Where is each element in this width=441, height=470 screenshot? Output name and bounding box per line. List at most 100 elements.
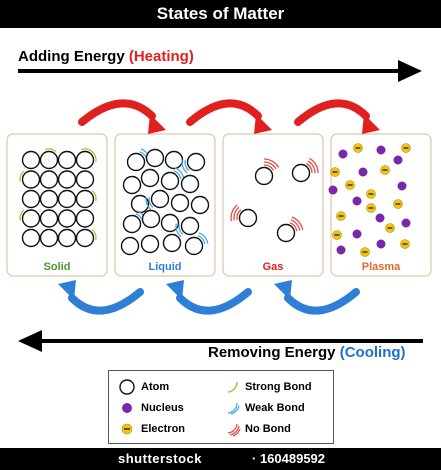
heat-arrow-gas-plasma	[294, 99, 380, 134]
atom	[21, 170, 41, 189]
weak-bond	[173, 170, 182, 180]
atom	[21, 150, 41, 170]
no-bond	[289, 222, 298, 232]
atom	[21, 228, 41, 248]
atom	[57, 209, 77, 228]
atom	[126, 152, 146, 172]
no-bond	[263, 158, 280, 168]
page-title: States of Matter	[0, 0, 441, 28]
no-bond	[263, 161, 277, 170]
weak-bond	[184, 159, 190, 171]
atom	[75, 170, 95, 189]
atom	[75, 189, 95, 209]
atom	[122, 175, 142, 195]
nucleus	[352, 229, 362, 239]
nucleus	[358, 167, 368, 177]
label-solid: Solid	[43, 261, 71, 273]
atom	[170, 193, 190, 213]
atom	[122, 214, 142, 234]
cooling-heading: Removing Energy (Cooling)	[208, 344, 406, 361]
atom	[150, 189, 170, 209]
no-bond	[306, 162, 313, 174]
atom	[57, 150, 77, 170]
atom	[75, 150, 95, 170]
heating-arrow-head	[398, 60, 422, 82]
nucleus	[393, 155, 403, 165]
atom	[140, 168, 160, 188]
weak-bond	[181, 159, 188, 174]
weak-bond	[197, 235, 206, 245]
nucleus	[376, 239, 386, 249]
atom	[254, 166, 274, 186]
brand-watermark: shutterstock	[118, 451, 203, 466]
atom	[57, 228, 77, 248]
nucleus	[336, 245, 346, 255]
heat-arrow-solid-liquid	[78, 99, 166, 134]
cool-arrow-plasma-gas	[274, 280, 360, 315]
nucleus-icon	[122, 403, 132, 413]
cool-arrow-liquid-solid	[58, 280, 144, 315]
legend-atom: Atom	[141, 381, 170, 393]
strong-bond	[44, 148, 57, 153]
watermark-bar: shutterstock · 160489592	[0, 448, 441, 470]
atom-icon	[119, 379, 135, 395]
nucleus	[401, 218, 411, 228]
strong-bond	[91, 190, 97, 202]
weak-bond	[178, 223, 184, 235]
nucleus	[375, 213, 385, 223]
strong-bond	[19, 170, 25, 182]
atom	[160, 213, 180, 233]
strong-bond	[91, 229, 97, 241]
atom	[140, 234, 160, 254]
nucleus	[397, 181, 407, 191]
no-bond	[290, 219, 301, 231]
nucleus	[328, 185, 338, 195]
atom	[180, 216, 200, 236]
strong-bond	[91, 151, 97, 163]
legend-electron: Electron	[141, 423, 186, 435]
heating-heading: Adding Energy (Heating)	[18, 48, 194, 65]
legend-box: Atom Nucleus Electron Strong Bond Weak B…	[108, 370, 334, 444]
nucleus	[376, 145, 386, 155]
cooling-paren: (Cooling)	[339, 344, 406, 361]
heating-paren: (Heating)	[128, 48, 194, 65]
atom	[184, 236, 204, 256]
legend-nucleus: Nucleus	[141, 402, 184, 414]
atom	[75, 209, 95, 228]
atom	[186, 152, 206, 172]
atom	[39, 150, 59, 170]
no-bond	[291, 216, 304, 231]
atom	[57, 189, 77, 209]
atom	[57, 170, 77, 189]
strong-bond-icon	[227, 381, 238, 393]
weak-bond-icon	[227, 402, 240, 415]
label-plasma: Plasma	[361, 261, 401, 273]
nucleus	[352, 196, 362, 206]
no-bond-icon	[227, 423, 241, 437]
weak-bond	[175, 223, 182, 238]
atom	[39, 170, 59, 189]
atom	[238, 208, 258, 228]
no-bond	[230, 204, 238, 222]
atom	[39, 189, 59, 209]
cool-arrow-gas-liquid	[166, 280, 252, 315]
atom	[145, 148, 165, 168]
weak-bond	[145, 196, 152, 211]
atom	[39, 228, 59, 248]
atom	[162, 233, 182, 253]
weak-bond	[198, 232, 209, 244]
atom	[21, 189, 41, 209]
image-code: · 160489592	[252, 451, 326, 466]
atom	[190, 195, 210, 215]
atom	[160, 171, 180, 191]
cooling-label: Removing Energy	[208, 344, 336, 361]
electron-icon	[121, 423, 133, 435]
nucleus	[338, 149, 348, 159]
no-bond	[309, 157, 319, 174]
atom	[164, 150, 184, 170]
atom	[180, 174, 200, 194]
atom	[276, 223, 296, 243]
atom	[291, 163, 311, 183]
strong-bond	[80, 148, 93, 153]
